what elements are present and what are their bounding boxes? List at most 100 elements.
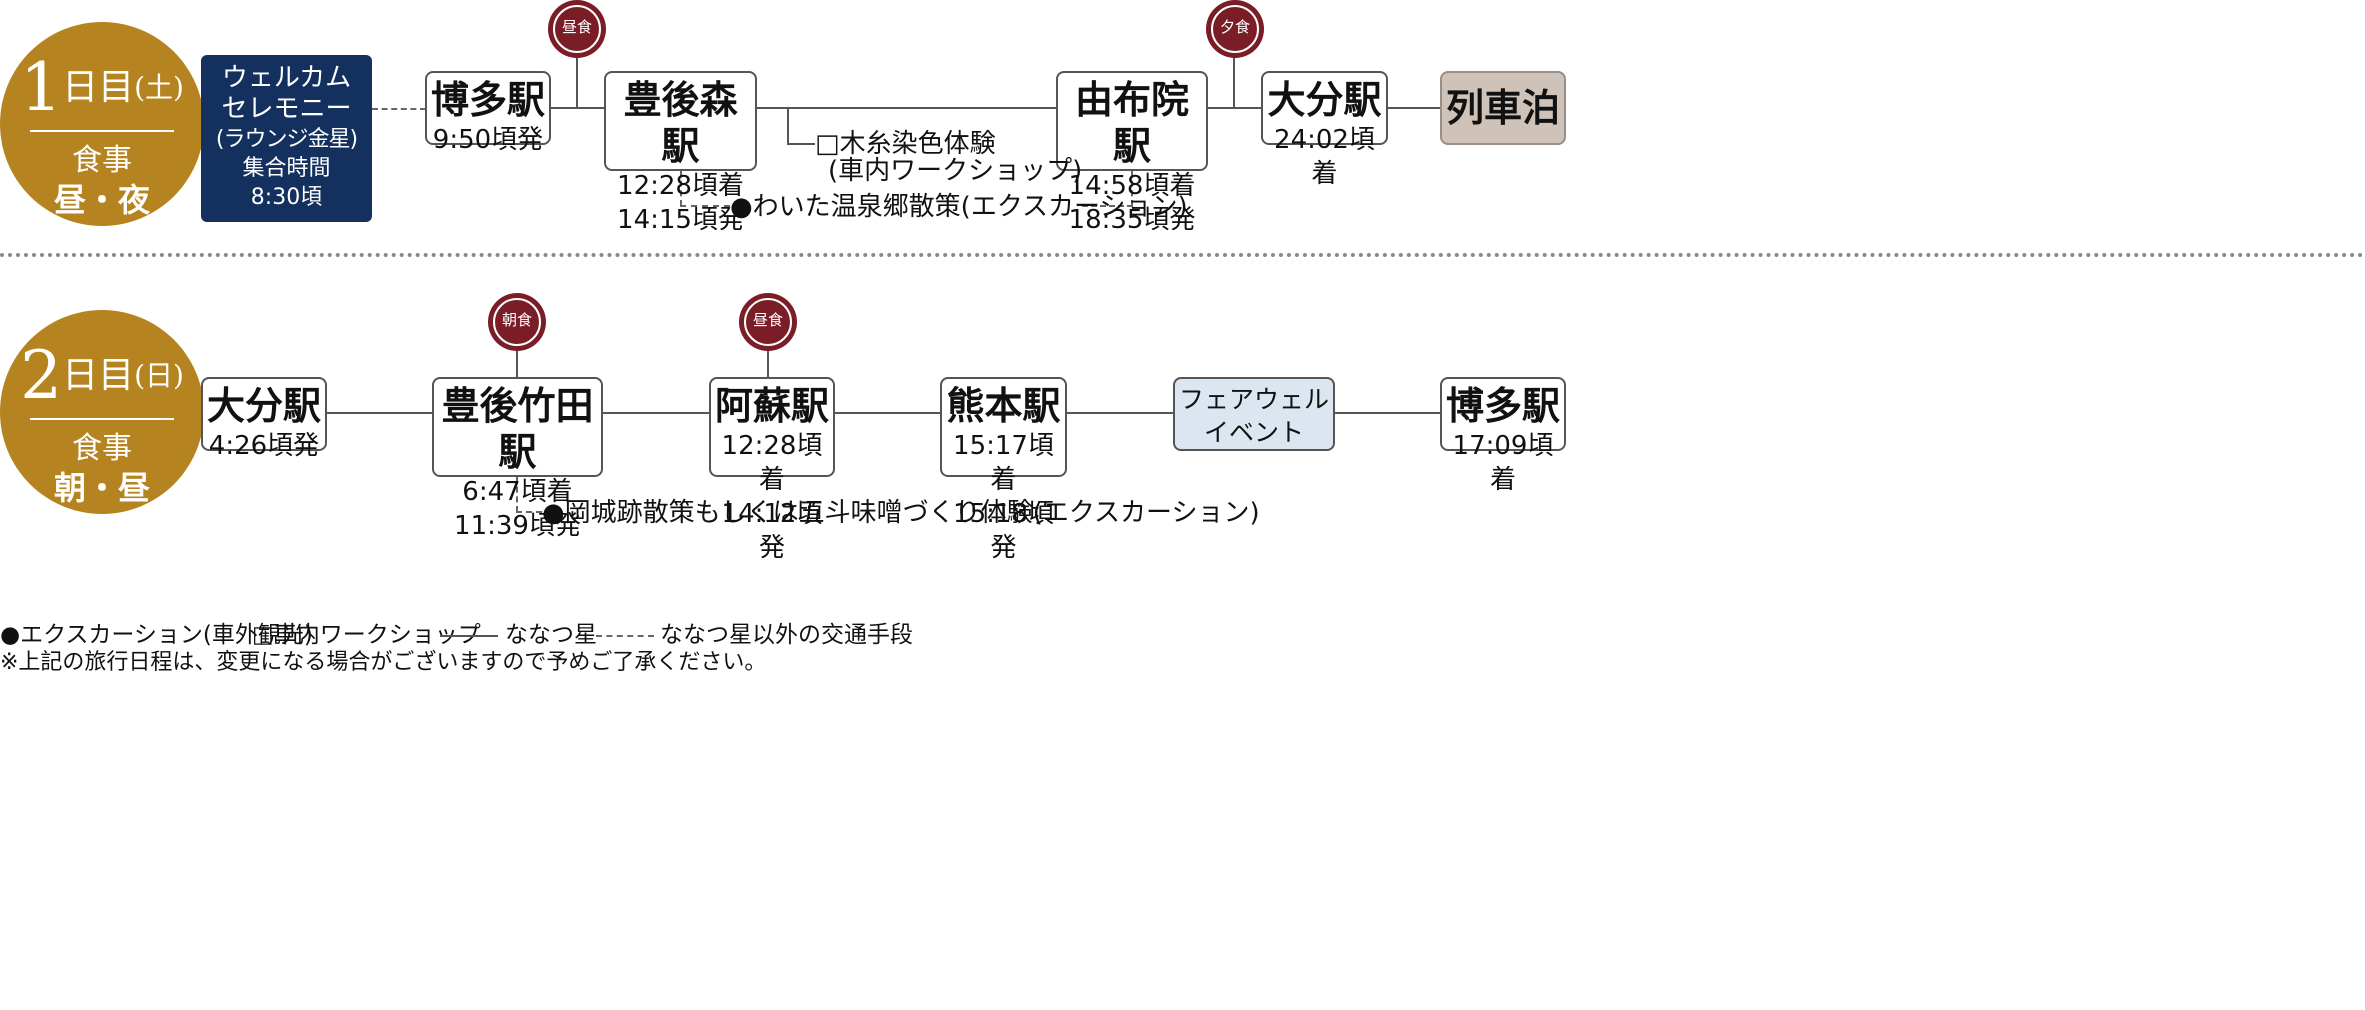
station-arrival: 15:17頃着 [953,431,1054,495]
meal-label: 昼食 [752,311,783,329]
farewell-line1: フェアウェル [1178,385,1329,414]
day1-excursion-bracket-bottom-left [680,205,730,207]
day2-divider [30,418,174,420]
station-departure: 14:12頃発 [721,499,823,563]
day2-meal-label: 食事 [72,431,132,466]
day1-dinner-stem [1233,55,1235,108]
day2-badge: 2日目(日) 食事 朝・昼 [0,310,204,514]
station-departure: 11:39頃発 [454,511,581,541]
station-arrival: 6:47頃着 [462,477,573,507]
meal-ring [1211,5,1259,53]
day2-meals: 朝・昼 [53,469,150,507]
day1-connector-welcome-hakata [372,108,426,110]
station-arrival: 12:28頃着 [721,431,823,495]
day2-breakfast-meal-icon: 朝食 [488,293,546,351]
day1-badge: 1日目(土) 食事 昼・夜 [0,22,204,226]
day1-title: 1日目(土) [0,55,204,121]
meal-label: 昼食 [561,18,592,36]
station-kumamoto: 熊本駅 15:17頃着 15:18頃発 [940,377,1067,563]
welcome-line3: (ラウンジ金星) [215,127,358,152]
welcome-line1: ウェルカム [221,63,352,93]
station-name: 大分駅 [206,383,321,428]
day2-connector-taketa-aso [602,412,710,414]
train-overnight-box: 列車泊 [1440,71,1566,145]
station-departure: 15:18頃発 [953,499,1054,563]
station-aso: 阿蘇駅 12:28頃着 14:12頃発 [709,377,835,563]
day1-meals: 昼・夜 [53,181,150,219]
station-time: 17:09頃着 [1452,431,1554,495]
station-bungotaketa: 豊後竹田駅 6:47頃着 11:39頃発 [432,377,603,541]
legend-excursion: ●エクスカーション(車外観光) [0,622,313,648]
day2-lunch-stem [767,348,769,378]
welcome-line4: 集合時間 [242,156,331,181]
station-time: 4:26頃発 [208,431,320,461]
station-hakata-day1: 博多駅 9:50頃発 [425,71,551,155]
welcome-line5: 8:30頃 [250,185,323,210]
day1-lunch-stem [576,55,578,108]
day1-dinner-meal-icon: 夕食 [1206,0,1264,58]
day2-connector-aso-kumamoto [834,412,941,414]
workshop-note-line1: □木糸染色体験 [815,129,996,159]
station-name: 阿蘇駅 [714,383,829,428]
station-name: 博多駅 [430,77,545,122]
station-name: 豊後竹田駅 [441,383,594,474]
legend-other-transport: ななつ星以外の交通手段 [660,622,913,648]
day-separator [0,253,2365,257]
legend-dashed-line-sample [596,635,654,637]
station-name: 大分駅 [1267,77,1382,122]
station-yufuin: 由布院駅 14:58頃着 18:35頃発 [1056,71,1208,235]
station-departure: 18:35頃発 [1068,205,1196,235]
day1-excursion-bracket-right [1131,171,1133,206]
station-time: 9:50頃発 [432,125,544,155]
station-name: 豊後森駅 [623,77,738,168]
welcome-ceremony-box: ウェルカム セレモニー (ラウンジ金星) 集合時間 8:30頃 [201,55,372,222]
meal-ring [493,298,541,346]
station-name: 博多駅 [1445,383,1560,428]
day2-unit: 日目 [62,355,135,396]
legend-disclaimer: ※上記の旅行日程は、変更になる場合がございますので予めご了承ください。 [0,650,767,675]
day1-meal-label: 食事 [72,143,132,178]
day1-excursion-bracket-left [680,171,682,206]
day2-breakfast-stem [516,348,518,378]
station-oita-day2: 大分駅 4:26頃発 [201,377,327,461]
workshop-bracket-h [787,143,815,145]
day1-weekday: (土) [134,71,184,104]
station-oita-day1: 大分駅 24:02頃着 [1261,71,1388,189]
day1-number: 1 [20,49,63,126]
station-arrival: 14:58頃着 [1068,171,1196,201]
meal-ring [553,5,601,53]
meal-label: 朝食 [501,311,532,329]
station-arrival: 12:28頃着 [617,171,744,201]
welcome-line2: セレモニー [221,94,352,124]
day1-unit: 日目 [62,67,135,108]
day1-divider [30,130,174,132]
station-bungomori: 豊後森駅 12:28頃着 14:15頃発 [604,71,757,235]
farewell-event-box: フェアウェル イベント [1173,377,1335,451]
legend-nanatsuboshi: ななつ星 [505,622,597,648]
day2-excursion-bracket-h [516,511,542,513]
day1-connector-oita-final [1387,107,1441,109]
meal-label: 夕食 [1219,18,1250,36]
station-departure: 14:15頃発 [617,205,744,235]
day1-excursion-bracket-bottom-right [1082,205,1133,207]
station-name: 由布院駅 [1074,77,1189,168]
day2-connector-oita-taketa [326,412,433,414]
workshop-note-line2: (車内ワークショップ) [828,156,1083,186]
day2-title: 2日目(日) [0,343,204,409]
farewell-line2: イベント [1203,418,1304,447]
station-hakata-day2: 博多駅 17:09頃着 [1440,377,1566,495]
day1-connector-hakata-bungomori [550,107,605,109]
day2-weekday: (日) [134,359,184,392]
station-time: 24:02頃着 [1274,125,1375,189]
meal-ring [744,298,792,346]
day2-lunch-meal-icon: 昼食 [739,293,797,351]
train-overnight-label: 列車泊 [1445,85,1560,130]
day1-excursion-note: ●わいた温泉郷散策(エクスカーション) [730,192,1188,222]
workshop-bracket-v [787,108,789,144]
day2-number: 2 [20,337,63,414]
day2-connector-kumamoto-farewell [1066,412,1174,414]
day2-excursion-note: ●岡城跡散策もしくは五斗味噌づくり体験(エクスカーション) [542,498,1260,528]
day1-lunch-meal-icon: 昼食 [548,0,606,58]
station-name: 熊本駅 [946,383,1061,428]
day1-connector-yufuin-oita [1207,107,1262,109]
